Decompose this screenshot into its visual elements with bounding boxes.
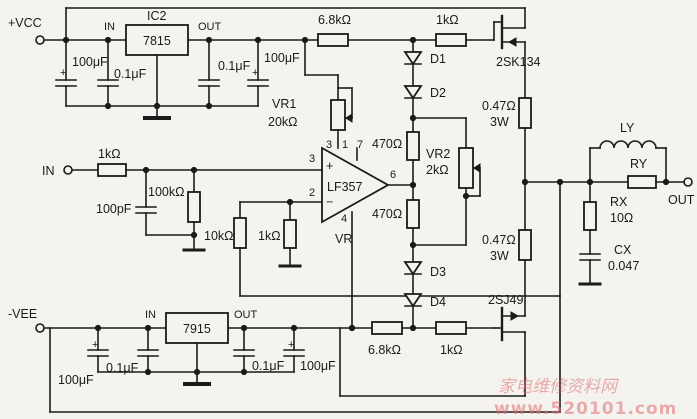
- resistor-rx-value: 10Ω: [610, 211, 633, 225]
- resistor-6k8-top: [317, 33, 349, 47]
- resistor-6k8-top-label: 6.8kΩ: [318, 13, 351, 27]
- vee-rail: [35, 295, 561, 413]
- resistor-470a-label: 470Ω: [372, 137, 402, 151]
- regulator-7915-out: OUT: [234, 309, 258, 321]
- svg-text:1: 1: [342, 139, 348, 151]
- regulator-7815-ref: IC2: [147, 9, 167, 23]
- vr1-pot: [304, 39, 358, 161]
- svg-text:7: 7: [357, 139, 363, 151]
- resistor-470b-label: 470Ω: [372, 207, 402, 221]
- svg-text:+: +: [60, 67, 66, 79]
- vee-label: -VEE: [8, 307, 37, 321]
- cap-vee-in2-label: 0.1μF: [106, 361, 139, 375]
- resistor-gate-bot: [435, 321, 467, 335]
- svg-text:+: +: [326, 159, 333, 173]
- mosfet-2sj49: [493, 306, 526, 397]
- svg-text:3: 3: [326, 139, 332, 151]
- mosfet-top-label: 2SK134: [496, 55, 541, 69]
- cap-vcc-in2-label: 0.1μF: [114, 67, 147, 81]
- resistor-gnd-label: 1kΩ: [258, 229, 281, 243]
- resistor-6k8-bot-label: 6.8kΩ: [368, 343, 401, 357]
- output-network: [524, 140, 693, 286]
- feedback-network: [233, 181, 561, 297]
- resistor-s1-label: 0.47Ω: [482, 99, 516, 113]
- resistor-6k8-bot: [371, 321, 403, 335]
- vr-label: VR: [335, 232, 352, 246]
- resistor-fb-label: 10kΩ: [204, 229, 234, 243]
- resistor-in-label: 1kΩ: [98, 147, 121, 161]
- svg-text:3: 3: [309, 153, 315, 165]
- regulator-7815-in: IN: [104, 21, 115, 33]
- svg-text:+: +: [252, 67, 258, 79]
- resistor-gate-top-label: 1kΩ: [436, 13, 459, 27]
- svg-text:−: −: [326, 195, 333, 209]
- mosfet-bot-label: 2SJ49: [488, 293, 523, 307]
- resistor-source-bot: [518, 229, 532, 261]
- regulator-7815-out: OUT: [198, 21, 222, 33]
- cap-vee-in-label: 100μF: [58, 373, 94, 387]
- cap-vcc-in-label: 100μF: [72, 55, 108, 69]
- resistor-gate-top: [435, 33, 467, 47]
- input-network: [63, 163, 323, 252]
- svg-text:6: 6: [390, 169, 396, 181]
- diode-d3-label: D3: [430, 265, 446, 279]
- cap-cx-value: 0.047: [608, 259, 639, 273]
- diode-d1-label: D1: [430, 52, 446, 66]
- bias-chain: [403, 39, 481, 332]
- resistor-s2w-label: 3W: [490, 249, 509, 263]
- opamp-part: LF357: [327, 180, 362, 194]
- resistor-bias-label: 100kΩ: [148, 185, 184, 199]
- regulator-7915-in: IN: [145, 309, 156, 321]
- watermark-url: www.520101.com: [494, 399, 677, 419]
- diode-d4-label: D4: [430, 295, 446, 309]
- resistor-s1w-label: 3W: [490, 115, 509, 129]
- svg-text:+: +: [92, 339, 98, 351]
- cap-cx-label: CX: [614, 243, 632, 257]
- vcc-label: +VCC: [8, 16, 42, 30]
- regulator-7915-part: 7915: [183, 322, 211, 336]
- inductor-label: LY: [620, 121, 635, 135]
- opamp-lf357: [321, 146, 390, 224]
- svg-text:4: 4: [341, 213, 347, 225]
- resistor-gate-bot-label: 1kΩ: [440, 343, 463, 357]
- regulator-7815-part: 7815: [143, 34, 171, 48]
- cap-in-label: 100pF: [96, 202, 132, 216]
- cap-vcc-out2-label: 100μF: [264, 51, 300, 65]
- resistor-rx-label: RX: [610, 195, 628, 209]
- vr1-value: 20kΩ: [268, 115, 298, 129]
- vee-caps: [87, 327, 305, 376]
- resistor-ry-label: RY: [630, 157, 648, 171]
- svg-text:+: +: [288, 339, 294, 351]
- regulator-7915: [165, 312, 229, 344]
- cap-vee-out2-label: 100μF: [300, 359, 336, 373]
- vr1-label: VR1: [272, 97, 296, 111]
- svg-text:2: 2: [309, 187, 315, 199]
- cap-vee-out-label: 0.1μF: [252, 359, 285, 373]
- watermark-cn: 家电维修资料网: [498, 377, 619, 397]
- cap-vcc-out-label: 0.1μF: [218, 59, 251, 73]
- vr2-value: 2kΩ: [426, 163, 449, 177]
- diode-d2-label: D2: [430, 86, 446, 100]
- resistor-source-top: [518, 97, 532, 129]
- mosfet-2sk134: [493, 14, 526, 99]
- output-label: OUT: [668, 193, 695, 207]
- vcc-caps: [55, 39, 269, 110]
- vr2-label: VR2: [426, 147, 450, 161]
- input-label: IN: [42, 164, 55, 178]
- resistor-s2-label: 0.47Ω: [482, 233, 516, 247]
